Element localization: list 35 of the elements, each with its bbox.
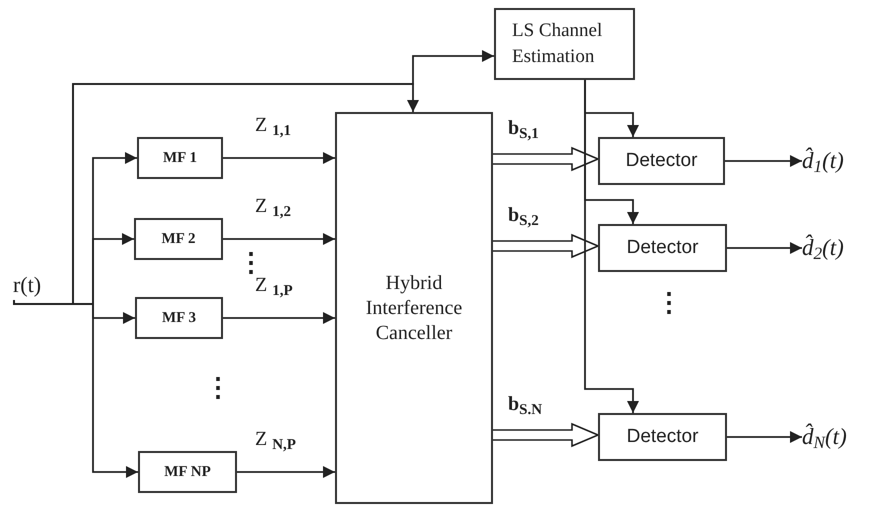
arrow — [727, 242, 802, 254]
ellipsis-dots: ⋮ — [238, 250, 264, 276]
arrow — [727, 431, 802, 443]
arrow — [223, 233, 335, 245]
output-label: d̂$_{1}$(t) — [802, 142, 876, 180]
signal-label: r(t) — [4, 268, 50, 300]
edge-label: Z $_{1,P}$ — [255, 273, 293, 300]
edge-label: b$_{S,1}$ — [508, 116, 539, 143]
filter-box: MF 1 — [137, 137, 223, 179]
arrow — [13, 300, 138, 478]
arrow — [584, 80, 639, 413]
filter-box: MF NP — [138, 451, 237, 493]
hollow-arrow — [492, 146, 600, 172]
output-label: d̂$_{2}$(t) — [802, 229, 876, 267]
process-box: LS Channel Estimation — [494, 8, 635, 80]
hollow-arrow — [492, 234, 600, 258]
ellipsis-dots: ⋮ — [656, 290, 682, 316]
edge-label: Z $_{1,1}$ — [255, 113, 291, 140]
arrow — [237, 466, 335, 478]
output-label: d̂$_{N}$(t) — [802, 418, 876, 456]
arrow — [223, 312, 335, 324]
arrow — [223, 152, 335, 164]
edge-label: b$_{S,2}$ — [508, 203, 539, 230]
ellipsis-dots: ⋮ — [205, 375, 231, 401]
process-box: Detector — [598, 413, 727, 461]
edge-label: Z $_{1,2}$ — [255, 194, 291, 221]
process-box: Hybrid Interference Canceller — [335, 112, 493, 504]
edge-label: b$_{S.N}$ — [508, 392, 542, 419]
process-box: Detector — [598, 137, 725, 185]
process-box: Detector — [598, 224, 727, 272]
edge-label: Z $_{N,P}$ — [255, 427, 296, 454]
filter-box: MF 2 — [134, 218, 223, 260]
filter-box: MF 3 — [135, 297, 223, 339]
arrow — [725, 155, 802, 167]
hollow-arrow — [492, 422, 600, 448]
